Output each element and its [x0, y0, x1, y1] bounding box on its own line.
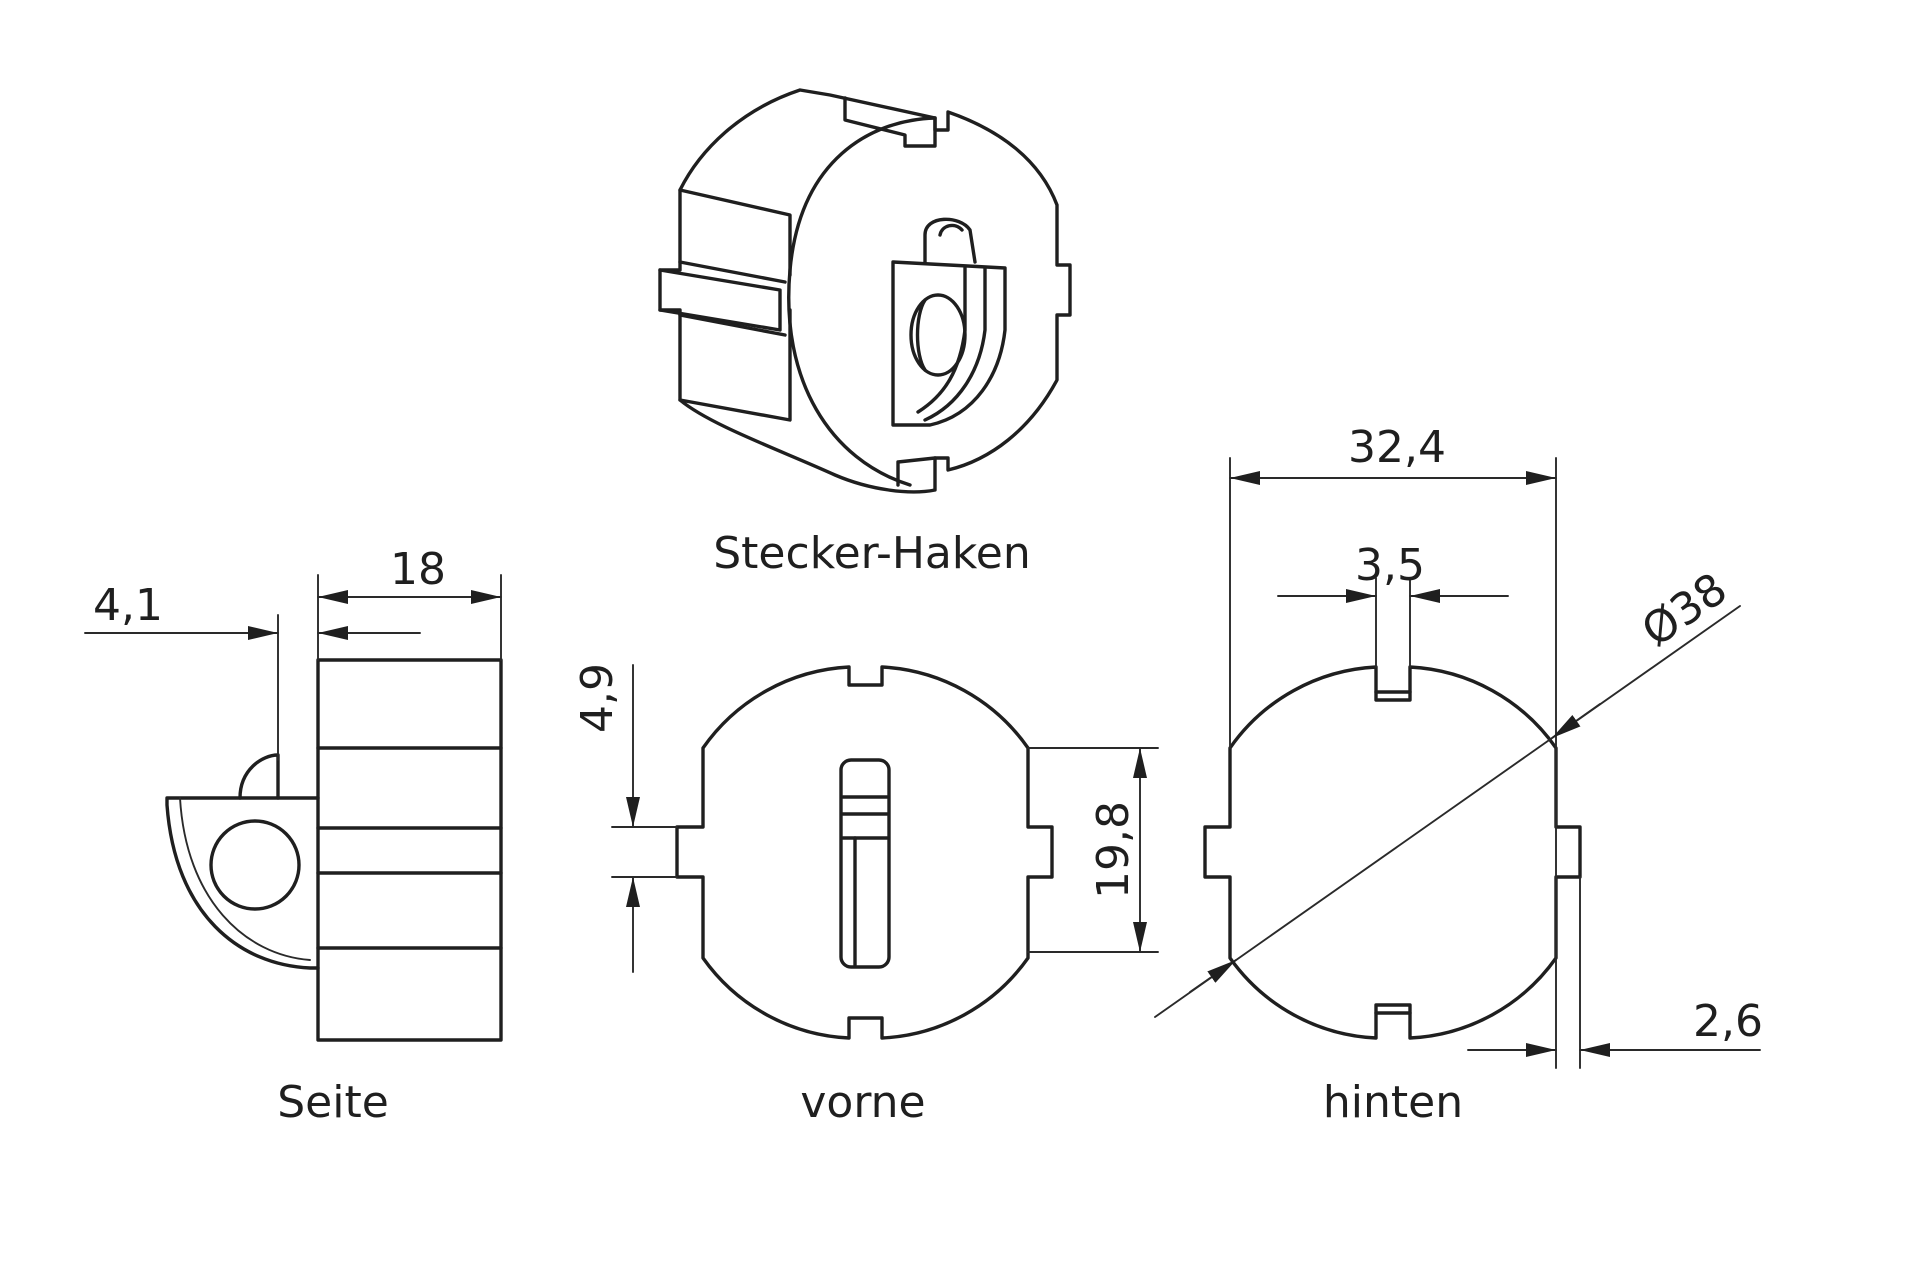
side-hook-outline: [165, 796, 320, 970]
perspective-hook-hole: [909, 293, 967, 377]
back-outline: [1203, 665, 1582, 1040]
back-view: [1154, 457, 1761, 1069]
side-label: Seite: [277, 1077, 389, 1128]
perspective-hook-cap: [923, 217, 977, 264]
perspective-body-outline: [658, 88, 1072, 494]
dim-front-notch: 4,9: [572, 663, 623, 733]
perspective-hook-hole-inner: [915, 298, 927, 372]
back-dim-diameter: [1154, 605, 1741, 1018]
dim-back-diameter: Ø38: [1633, 563, 1736, 657]
perspective-hook: [891, 260, 1007, 427]
back-dim-diameter-arrow-top: [1551, 703, 1601, 739]
perspective-left-block-top: [678, 188, 792, 277]
perspective-view: [658, 88, 1072, 494]
side-hook-inner: [179, 797, 311, 961]
perspective-label: Stecker-Haken: [713, 528, 1031, 579]
dim-back-depth: 2,6: [1693, 996, 1763, 1047]
dim-back-width: 32,4: [1348, 422, 1446, 473]
front-outline: [675, 665, 1054, 1040]
dim-side-hook-offset: 4,1: [93, 580, 163, 631]
perspective-left-block-bottom: [678, 308, 792, 422]
perspective-left-line-1: [678, 313, 787, 337]
front-slot: [839, 758, 891, 969]
front-label: vorne: [800, 1077, 925, 1128]
perspective-hook-inner: [923, 266, 987, 422]
front-view: [611, 664, 1159, 1040]
dim-side-width: 18: [390, 544, 446, 595]
back-dim-diameter-arrow-bottom: [1189, 959, 1237, 993]
side-view: [84, 574, 503, 1042]
dim-back-slot: 3,5: [1355, 540, 1425, 591]
side-body: [316, 658, 503, 1042]
perspective-bottom-notch: [896, 456, 937, 487]
perspective-left-tab: [658, 268, 782, 332]
side-hook-cap: [238, 753, 280, 800]
side-hook-hole: [209, 819, 301, 911]
back-label: hinten: [1323, 1077, 1463, 1128]
perspective-hook-cap-side: [938, 223, 964, 237]
perspective-top-notch: [843, 96, 937, 148]
dim-front-flat: 19,8: [1088, 801, 1139, 899]
perspective-left-line-2: [678, 260, 787, 284]
